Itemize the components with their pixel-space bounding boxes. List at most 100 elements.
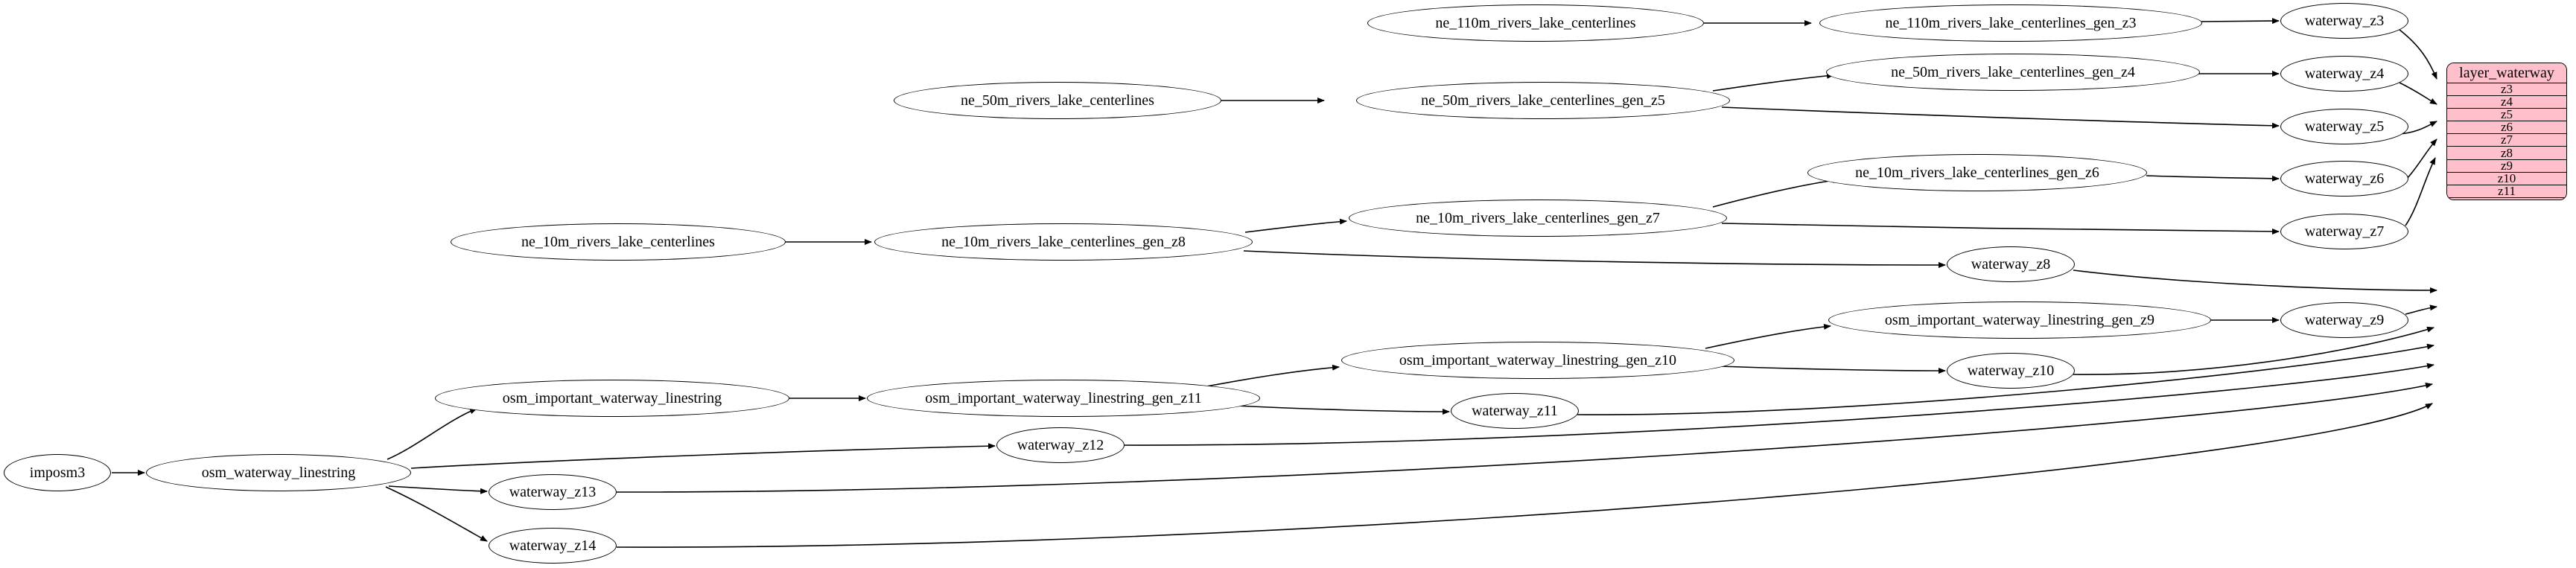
node-label: waterway_z10 [1967, 363, 2055, 379]
edge-ne_10m_rivers_lake_centerlines_gen_z8--to--ne_10m_rivers_lake_centerlines_gen_z7 [1244, 218, 1347, 233]
layer-row-z12[interactable]: z12 [2447, 197, 2566, 200]
node-label: waterway_z6 [2304, 170, 2385, 187]
layer-waterway-rows: z3z4z5z6z7z8z9z10z11z12z13z14+ [2447, 82, 2566, 200]
node-label: waterway_z8 [1971, 256, 2051, 272]
node-ne_10m_rivers_lake_centerlines_gen_z7[interactable]: ne_10m_rivers_lake_centerlines_gen_z7 [1349, 200, 1727, 237]
node-label: imposm3 [29, 465, 86, 481]
edge-osm_waterway_linestring--to--waterway_z12 [410, 443, 996, 469]
edge-waterway_z3--to--layer_waterway.z3 [2399, 29, 2437, 80]
node-ne_110m_rivers_lake_centerlines[interactable]: ne_110m_rivers_lake_centerlines [1367, 4, 1704, 42]
node-label: waterway_z13 [509, 484, 597, 500]
edge-osm_important_waterway_linestring_gen_z10--to--waterway_z10 [1720, 366, 1946, 374]
edge-waterway_z11--to--layer_waterway.z11 [1577, 343, 2435, 415]
layer-row-z4[interactable]: z4 [2447, 95, 2566, 109]
node-label: ne_10m_rivers_lake_centerlines [521, 234, 715, 250]
layer-row-label: z8 [2500, 145, 2513, 160]
layer-row-z11[interactable]: z11 [2447, 183, 2566, 198]
node-imposm3[interactable]: imposm3 [4, 454, 111, 491]
edge-ne_10m_rivers_lake_centerlines_gen_z7--to--waterway_z7 [1721, 223, 2280, 234]
layer-row-label: z3 [2500, 82, 2513, 97]
node-label: ne_10m_rivers_lake_centerlines_gen_z7 [1416, 210, 1660, 226]
node-label: osm_waterway_linestring [201, 465, 356, 481]
node-waterway_z11[interactable]: waterway_z11 [1451, 393, 1579, 429]
edge-ne_10m_rivers_lake_centerlines_gen_z6--to--waterway_z6 [2146, 175, 2280, 182]
node-waterway_z5[interactable]: waterway_z5 [2280, 109, 2408, 144]
layer-waterway-table[interactable]: layer_waterway z3z4z5z6z7z8z9z10z11z12z1… [2446, 63, 2567, 200]
layer-row-z8[interactable]: z8 [2447, 145, 2566, 160]
layer-row-z7[interactable]: z7 [2447, 133, 2566, 147]
edge-osm_waterway_linestring--to--waterway_z13 [388, 485, 488, 494]
node-osm_important_waterway_linestring[interactable]: osm_important_waterway_linestring [435, 380, 789, 417]
node-waterway_z8[interactable]: waterway_z8 [1947, 246, 2075, 282]
node-ne_50m_rivers_lake_centerlines_gen_z4[interactable]: ne_50m_rivers_lake_centerlines_gen_z4 [1826, 54, 2200, 91]
edge-ne_110m_rivers_lake_centerlines_gen_z3--to--waterway_z3 [2201, 18, 2280, 25]
node-waterway_z10[interactable]: waterway_z10 [1947, 353, 2075, 389]
edge-waterway_z14--to--layer_waterway.z14 [616, 403, 2433, 548]
node-label: osm_important_waterway_linestring [502, 390, 722, 406]
node-label: waterway_z11 [1472, 403, 1558, 419]
layer-row-label: z5 [2500, 107, 2513, 122]
layer-row-label: z11 [2498, 183, 2516, 198]
edge-waterway_z10--to--layer_waterway.z10 [2073, 326, 2435, 375]
node-label: ne_50m_rivers_lake_centerlines_gen_z5 [1421, 92, 1665, 109]
layer-row-z5[interactable]: z5 [2447, 107, 2566, 122]
layer-waterway-title: layer_waterway [2447, 63, 2566, 83]
node-label: ne_10m_rivers_lake_centerlines_gen_z6 [1855, 165, 2099, 181]
node-waterway_z4[interactable]: waterway_z4 [2280, 56, 2408, 92]
edge-osm_waterway_linestring--to--waterway_z14 [385, 486, 488, 542]
node-label: waterway_z14 [509, 537, 597, 554]
node-ne_10m_rivers_lake_centerlines[interactable]: ne_10m_rivers_lake_centerlines [451, 223, 786, 261]
node-osm_important_waterway_linestring_gen_z11[interactable]: osm_important_waterway_linestring_gen_z1… [867, 380, 1260, 417]
node-waterway_z14[interactable]: waterway_z14 [489, 528, 617, 564]
node-label: waterway_z3 [2304, 13, 2385, 29]
node-ne_50m_rivers_lake_centerlines_gen_z5[interactable]: ne_50m_rivers_lake_centerlines_gen_z5 [1356, 82, 1730, 119]
edge-waterway_z9--to--layer_waterway.z9 [2405, 304, 2437, 315]
edges-group [112, 18, 2437, 548]
node-waterway_z3[interactable]: waterway_z3 [2280, 3, 2408, 39]
edge-ne_50m_rivers_lake_centerlines_gen_z5--to--ne_50m_rivers_lake_centerlines_gen_z4 [1712, 72, 1834, 92]
node-waterway_z9[interactable]: waterway_z9 [2280, 302, 2408, 338]
node-ne_10m_rivers_lake_centerlines_gen_z6[interactable]: ne_10m_rivers_lake_centerlines_gen_z6 [1807, 154, 2147, 191]
layer-row-label: z12 [2498, 197, 2516, 200]
layer-row-label: z6 [2500, 120, 2513, 135]
layer-row-z3[interactable]: z3 [2447, 82, 2566, 97]
node-label: ne_110m_rivers_lake_centerlines_gen_z3 [1885, 15, 2137, 31]
edge-osm_waterway_linestring--to--osm_important_waterway_linestring [387, 408, 477, 460]
edge-ne_10m_rivers_lake_centerlines_gen_z7--to--ne_10m_rivers_lake_centerlines_gen_z6 [1712, 177, 1840, 208]
node-osm_important_waterway_linestring_gen_z9[interactable]: osm_important_waterway_linestring_gen_z9 [1828, 301, 2211, 339]
node-label: osm_important_waterway_linestring_gen_z1… [1399, 352, 1677, 368]
edge-osm_important_waterway_linestring_gen_z11--to--waterway_z11 [1235, 405, 1450, 415]
layer-row-z9[interactable]: z9 [2447, 158, 2566, 173]
node-label: ne_50m_rivers_lake_centerlines_gen_z4 [1891, 64, 2135, 80]
node-ne_10m_rivers_lake_centerlines_gen_z8[interactable]: ne_10m_rivers_lake_centerlines_gen_z8 [874, 223, 1253, 261]
node-waterway_z12[interactable]: waterway_z12 [996, 427, 1125, 463]
node-label: waterway_z4 [2304, 66, 2385, 82]
node-ne_50m_rivers_lake_centerlines[interactable]: ne_50m_rivers_lake_centerlines [894, 82, 1221, 119]
layer-row-z6[interactable]: z6 [2447, 120, 2566, 135]
layer-row-label: z4 [2500, 95, 2513, 109]
edge-waterway_z4--to--layer_waterway.z4 [2399, 82, 2437, 105]
layer-row-label: z9 [2500, 158, 2513, 173]
node-osm_important_waterway_linestring_gen_z10[interactable]: osm_important_waterway_linestring_gen_z1… [1341, 342, 1734, 379]
node-label: ne_110m_rivers_lake_centerlines [1435, 15, 1636, 31]
node-label: ne_50m_rivers_lake_centerlines [961, 92, 1154, 109]
node-label: osm_important_waterway_linestring_gen_z1… [925, 390, 1202, 406]
node-waterway_z13[interactable]: waterway_z13 [489, 474, 617, 510]
node-waterway_z7[interactable]: waterway_z7 [2280, 214, 2408, 249]
node-label: waterway_z12 [1017, 437, 1104, 453]
layer-row-z10[interactable]: z10 [2447, 171, 2566, 185]
node-ne_110m_rivers_lake_centerlines_gen_z3[interactable]: ne_110m_rivers_lake_centerlines_gen_z3 [1819, 4, 2202, 42]
edge-waterway_z8--to--layer_waterway.z8 [2073, 269, 2437, 293]
edge-osm_important_waterway_linestring_gen_z11--to--osm_important_waterway_linestring_gen_z10 [1206, 364, 1340, 387]
node-label: waterway_z7 [2304, 223, 2385, 240]
node-osm_waterway_linestring[interactable]: osm_waterway_linestring [146, 454, 411, 491]
edge-ne_10m_rivers_lake_centerlines_gen_z8--to--waterway_z8 [1243, 250, 1946, 268]
node-waterway_z6[interactable]: waterway_z6 [2280, 161, 2408, 197]
node-label: waterway_z5 [2304, 118, 2385, 135]
node-label: waterway_z9 [2304, 312, 2385, 328]
edge-ne_50m_rivers_lake_centerlines_gen_z5--to--waterway_z5 [1721, 106, 2280, 129]
layer-row-label: z7 [2500, 133, 2513, 147]
edge-waterway_z7--to--layer_waterway.z7 [2405, 157, 2436, 226]
